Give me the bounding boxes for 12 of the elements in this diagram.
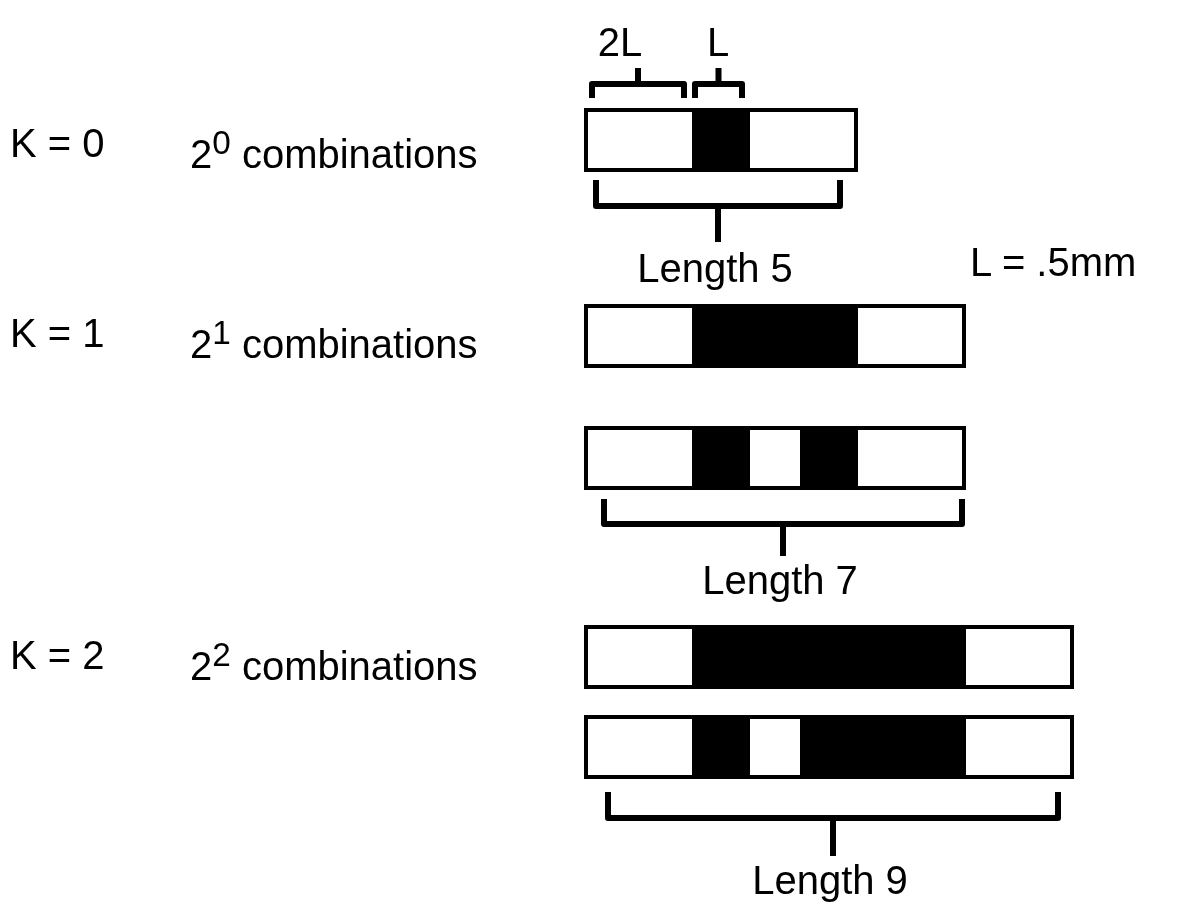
scale-note: L = .5mm (970, 239, 1137, 285)
dimension-label: 2L (597, 19, 643, 65)
length-label: Length 5 (637, 245, 793, 291)
row-label: K = 0 (10, 120, 105, 166)
row-label: K = 1 (10, 310, 105, 356)
combinations-label: 2$^{2}$ combinations (190, 635, 478, 690)
length-label: Length 9 (752, 857, 908, 903)
length-label: Length 7 (702, 557, 858, 603)
dimension-label: L (706, 19, 730, 65)
combinations-label: 2$^{0}$ combinations (190, 123, 478, 178)
combinations-label: 2$^{1}$ combinations (190, 313, 478, 368)
row-label: K = 2 (10, 632, 105, 678)
